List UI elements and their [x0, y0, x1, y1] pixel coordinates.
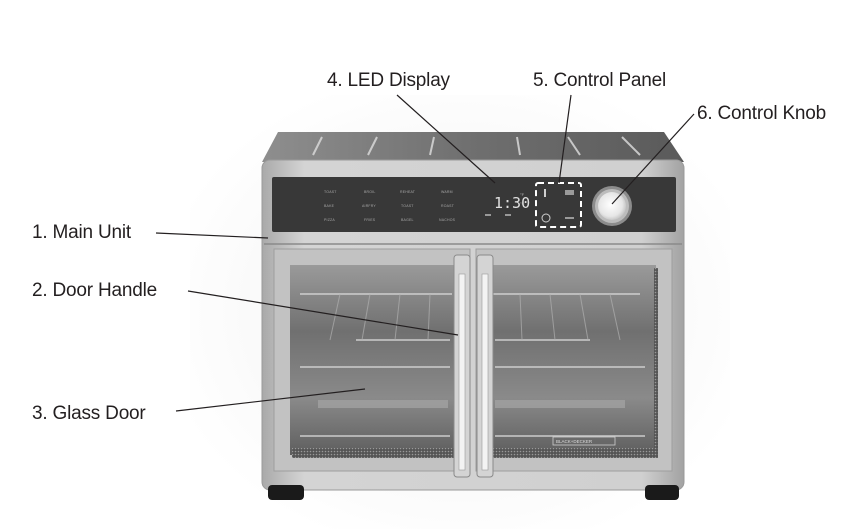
preset-label: AIRFRY — [362, 204, 376, 208]
preset-label: PIZZA — [324, 218, 335, 222]
svg-text:°F: °F — [520, 192, 525, 197]
callout-control-knob: 6. Control Knob — [697, 103, 827, 124]
callout-door-handle: 2. Door Handle — [32, 280, 157, 301]
svg-text:1:30: 1:30 — [494, 194, 530, 212]
preset-label: BROIL — [364, 190, 376, 194]
svg-text:BLACK+DECKER: BLACK+DECKER — [556, 439, 593, 444]
callout-main-unit: 1. Main Unit — [32, 222, 131, 243]
preset-label: WARM — [441, 190, 453, 194]
callout-control-panel: 5. Control Panel — [533, 70, 667, 91]
preset-label: ROAST — [441, 204, 455, 208]
preset-label: BAKE — [324, 204, 335, 208]
preset-label: TOAST — [401, 204, 414, 208]
preset-label: TOAST — [324, 190, 337, 194]
preset-label: FRIES — [364, 218, 376, 222]
preset-label: NACHOS — [439, 218, 456, 222]
callout-led-display: 4. LED Display — [327, 70, 450, 91]
callout-glass-door: 3. Glass Door — [32, 403, 146, 424]
preset-label: REHEAT — [400, 190, 416, 194]
preset-label: BAGEL — [401, 218, 414, 222]
svg-text:°C: °C — [520, 201, 525, 206]
